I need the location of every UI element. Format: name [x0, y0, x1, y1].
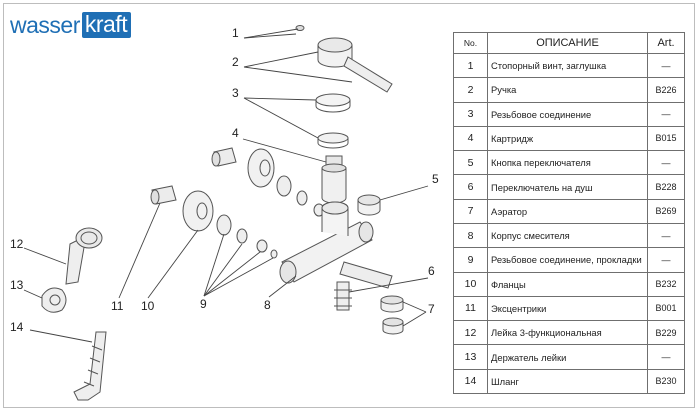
part-set-screw — [295, 25, 305, 31]
logo-text-kraft: kraft — [81, 12, 132, 38]
callout-1: 1 — [232, 26, 239, 40]
part-mixer-body — [279, 201, 393, 289]
callout-8: 8 — [264, 298, 271, 312]
row-description: Эксцентрики — [487, 295, 648, 322]
part-eccentrics — [150, 147, 237, 205]
header-no: No. — [453, 32, 488, 54]
row-description: Держатель лейки — [487, 344, 648, 370]
row-art: — — [647, 344, 685, 370]
row-description: Картридж — [487, 125, 648, 152]
callout-4: 4 — [232, 126, 239, 140]
row-no: 10 — [453, 271, 488, 297]
callout-14: 14 — [10, 320, 24, 334]
leader-lines — [23, 28, 429, 343]
row-no: 12 — [453, 320, 488, 346]
row-no: 14 — [453, 368, 488, 395]
row-no: 7 — [453, 198, 488, 224]
callout-2: 2 — [232, 55, 239, 69]
row-art: B015 — [647, 125, 685, 152]
row-art: — — [647, 52, 685, 79]
callout-12: 12 — [10, 237, 24, 251]
part-shower-head — [65, 227, 103, 285]
row-description: Фланцы — [487, 271, 648, 297]
row-description: Аэратор — [487, 198, 648, 224]
exploded-diagram: 1 2 3 4 5 6 7 8 9 10 11 12 13 14 — [10, 25, 439, 401]
callout-7: 7 — [428, 302, 435, 316]
row-description: Стопорный винт, заглушка — [487, 52, 648, 79]
row-description: Лейка 3-функциональная — [487, 320, 648, 346]
callout-10: 10 — [141, 299, 155, 313]
row-description: Ручка — [487, 77, 648, 103]
row-no: 4 — [453, 125, 488, 152]
row-no: 13 — [453, 344, 488, 370]
row-art: — — [647, 247, 685, 273]
row-art: B232 — [647, 271, 685, 297]
part-gaskets — [216, 175, 325, 259]
row-no: 9 — [453, 247, 488, 273]
row-art: — — [647, 101, 685, 127]
row-description: Корпус смесителя — [487, 222, 648, 249]
row-art: B228 — [647, 174, 685, 200]
row-art: — — [647, 222, 685, 249]
part-handle — [317, 37, 393, 93]
part-cartridge — [321, 155, 347, 204]
callout-6: 6 — [428, 264, 435, 278]
parts-table-header: No. ОПИСАНИЕ Art. — [453, 32, 685, 54]
part-threaded-ring — [315, 93, 351, 149]
part-switch-button — [357, 194, 381, 216]
row-no: 2 — [453, 77, 488, 103]
row-art: B229 — [647, 320, 685, 346]
row-description: Шланг — [487, 368, 648, 395]
row-description: Переключатель на душ — [487, 174, 648, 200]
callout-5: 5 — [432, 172, 439, 186]
callout-9: 9 — [200, 297, 207, 311]
callout-11: 11 — [111, 299, 124, 313]
part-flanges — [182, 148, 275, 232]
row-no: 6 — [453, 174, 488, 200]
callout-3: 3 — [232, 86, 239, 100]
callout-13: 13 — [10, 278, 24, 292]
page-border — [3, 3, 695, 408]
row-art: — — [647, 150, 685, 176]
row-description: Резьбовое соединение — [487, 101, 648, 127]
row-art: B230 — [647, 368, 685, 395]
row-art: B226 — [647, 77, 685, 103]
part-hose — [73, 331, 107, 401]
part-shower-switch — [334, 281, 352, 311]
header-description: ОПИСАНИЕ — [487, 32, 648, 54]
row-description: Кнопка переключателя — [487, 150, 648, 176]
row-no: 3 — [453, 101, 488, 127]
row-no: 5 — [453, 150, 488, 176]
row-art: B001 — [647, 295, 685, 322]
part-aerator — [380, 295, 404, 335]
part-shower-holder — [41, 287, 67, 313]
row-no: 8 — [453, 222, 488, 249]
row-no: 1 — [453, 52, 488, 79]
row-description: Резьбовое соединение, прокладки — [487, 247, 648, 273]
row-art: B269 — [647, 198, 685, 224]
header-art: Art. — [647, 32, 685, 54]
row-no: 11 — [453, 295, 488, 322]
logo-text-wasser: wasser — [10, 11, 80, 38]
